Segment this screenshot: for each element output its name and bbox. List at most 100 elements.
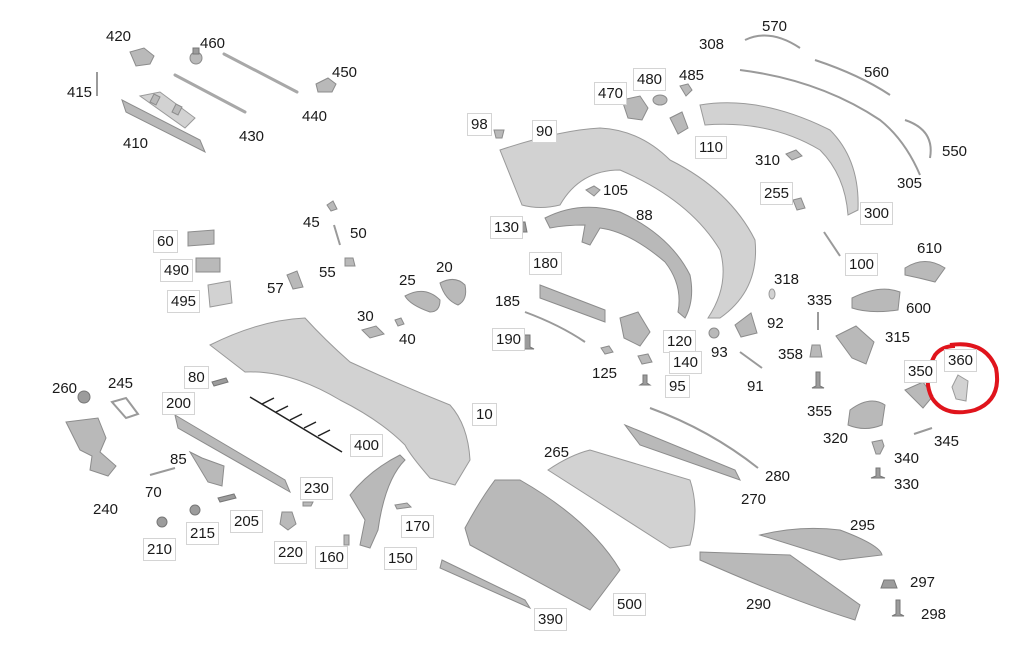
part-140-clip	[637, 353, 653, 365]
part-label-320: 320	[823, 430, 849, 447]
part-label-25: 25	[399, 272, 416, 289]
part-label-57: 57	[267, 280, 284, 297]
part-label-570: 570	[762, 18, 788, 35]
part-label-360: 360	[944, 349, 978, 372]
part-318-plug	[768, 288, 776, 300]
part-label-297: 297	[910, 574, 936, 591]
part-label-255: 255	[760, 182, 794, 205]
part-label-200: 200	[162, 392, 196, 415]
part-label-560: 560	[864, 64, 890, 81]
part-label-92: 92	[767, 315, 784, 332]
part-label-610: 610	[917, 240, 943, 257]
part-180-bracket	[539, 284, 606, 323]
part-390-strip	[439, 559, 532, 610]
part-460-clip	[189, 47, 203, 65]
part-label-20: 20	[436, 259, 453, 276]
part-88-diffuser-frame	[544, 206, 693, 319]
part-330-rivet	[870, 467, 886, 479]
part-10-bumper-cover	[209, 317, 471, 486]
part-270-diffuser-trim	[623, 423, 741, 481]
part-label-100: 100	[845, 253, 879, 276]
part-label-310: 310	[755, 152, 781, 169]
part-label-280: 280	[765, 468, 791, 485]
part-label-335: 335	[807, 292, 833, 309]
part-340-clip	[871, 439, 885, 455]
part-label-105: 105	[603, 182, 629, 199]
part-30-bracket	[361, 325, 385, 339]
part-495-bracket	[207, 280, 233, 308]
part-label-345: 345	[934, 433, 960, 450]
part-260-grommet	[77, 390, 91, 404]
part-500-diffuser-carrier	[464, 479, 621, 611]
part-345-pin	[913, 427, 933, 435]
part-label-85: 85	[170, 451, 187, 468]
part-240-bracket	[65, 417, 117, 477]
part-label-450: 450	[332, 64, 358, 81]
part-label-40: 40	[399, 331, 416, 348]
part-420-bracket	[129, 47, 155, 67]
part-label-240: 240	[93, 501, 119, 518]
part-98-clip	[493, 129, 505, 139]
part-label-150: 150	[384, 547, 418, 570]
part-label-170: 170	[401, 515, 435, 538]
part-450-sensor	[315, 77, 337, 93]
part-358-nut	[809, 344, 823, 358]
highlight-circle	[925, 342, 999, 415]
part-245-gasket	[110, 396, 140, 420]
part-label-500: 500	[613, 593, 647, 616]
part-100-trim	[823, 231, 841, 257]
part-label-205: 205	[230, 510, 264, 533]
part-label-330: 330	[894, 476, 920, 493]
part-297-nut	[880, 579, 898, 589]
part-160-clip	[343, 534, 350, 546]
part-label-95: 95	[665, 375, 690, 398]
part-label-80: 80	[184, 366, 209, 389]
part-label-315: 315	[885, 329, 911, 346]
part-600-tailpipe	[851, 288, 901, 313]
part-label-440: 440	[302, 108, 328, 125]
part-label-415: 415	[67, 84, 93, 101]
part-255-clip	[792, 197, 806, 211]
part-label-90: 90	[532, 120, 557, 143]
part-470-housing	[621, 95, 649, 121]
part-label-180: 180	[529, 252, 563, 275]
part-label-410: 410	[123, 135, 149, 152]
part-20-cap	[439, 279, 467, 306]
part-550-trim	[904, 119, 932, 159]
part-105-clip	[585, 185, 601, 197]
part-label-600: 600	[906, 300, 932, 317]
part-label-55: 55	[319, 264, 336, 281]
part-label-93: 93	[711, 344, 728, 361]
part-label-550: 550	[942, 143, 968, 160]
part-70-pin	[149, 467, 176, 476]
part-92-bracket	[734, 312, 758, 338]
part-label-130: 130	[490, 216, 524, 239]
part-85-bracket	[188, 450, 225, 487]
part-label-230: 230	[300, 477, 334, 500]
part-label-110: 110	[695, 136, 727, 159]
part-315-bracket	[835, 325, 875, 365]
part-label-300: 300	[860, 202, 894, 225]
part-label-245: 245	[108, 375, 134, 392]
part-label-215: 215	[186, 522, 220, 545]
part-label-260: 260	[52, 380, 78, 397]
part-label-485: 485	[679, 67, 705, 84]
part-430-rod	[173, 73, 247, 114]
part-355-bolt	[811, 371, 825, 389]
part-label-30: 30	[357, 308, 374, 325]
part-label-308: 308	[699, 36, 725, 53]
part-label-420: 420	[106, 28, 132, 45]
part-80-bolt	[211, 377, 229, 387]
part-360-bezel	[951, 374, 969, 402]
part-label-45: 45	[303, 214, 320, 231]
part-55-clip	[344, 257, 356, 267]
part-490-module	[195, 257, 221, 273]
part-485-clip	[679, 83, 693, 97]
part-label-270: 270	[741, 491, 767, 508]
part-150-bracket	[349, 454, 406, 549]
part-label-290: 290	[746, 596, 772, 613]
part-570-trim	[744, 34, 801, 49]
part-320-tailpipe	[847, 400, 886, 429]
part-label-298: 298	[921, 606, 947, 623]
part-210-washer	[156, 516, 168, 528]
